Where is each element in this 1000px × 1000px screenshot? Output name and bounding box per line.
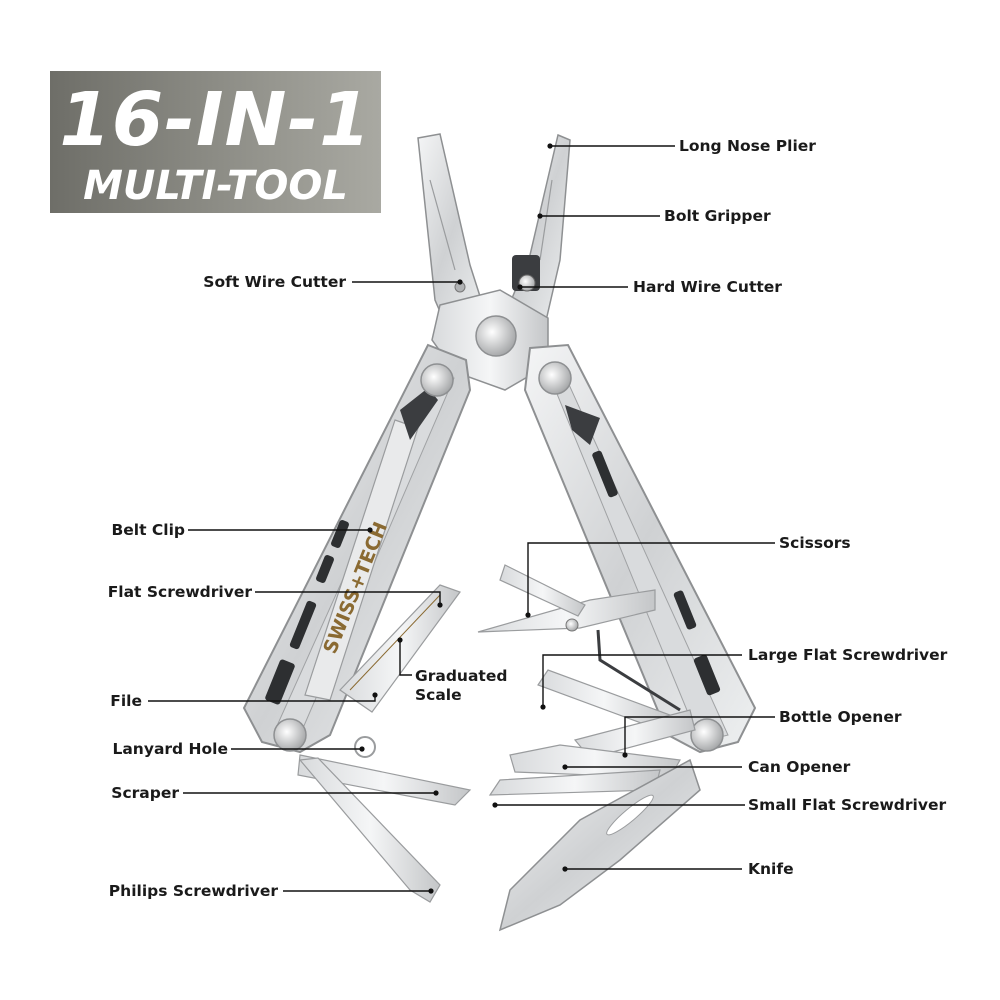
title-line-1: 16-IN-1 [59,77,372,163]
right-handle-screw-top [538,361,572,395]
label-file: File [110,692,142,710]
label-scale: Scale [415,686,462,704]
right-jaw [503,133,571,326]
right-handle-screw-bottom [690,718,724,752]
right-tools [477,564,701,932]
right-handle [523,343,757,754]
title-line-2: MULTI-TOOL [83,163,348,209]
label-long-nose-plier: Long Nose Plier [679,137,816,155]
label-scraper: Scraper [111,784,179,802]
label-can-opener: Can Opener [748,758,851,776]
label-flat-screwdriver: Flat Screwdriver [107,583,252,601]
label-bottle-opener: Bottle Opener [779,708,902,726]
leader-lines [148,145,775,892]
label-lanyard-hole: Lanyard Hole [112,740,228,758]
leader-dots [359,143,628,894]
label-philips-screwdriver: Philips Screwdriver [108,882,278,900]
label-hard-wire-cutter: Hard Wire Cutter [633,278,782,296]
small-flat-screwdriver-tool [488,769,661,796]
title-banner: 16-IN-1 MULTI-TOOL [50,71,381,213]
label-scissors: Scissors [779,534,851,552]
label-graduated: Graduated [415,667,508,685]
left-handle-screw-bottom [273,718,307,752]
label-belt-clip: Belt Clip [111,521,185,539]
label-bolt-gripper: Bolt Gripper [664,207,771,225]
label-soft-wire-cutter: Soft Wire Cutter [203,273,346,291]
lanyard-hole [354,736,376,758]
left-handle-screw-top [420,363,454,397]
label-small-flat-screwdriver: Small Flat Screwdriver [748,796,947,814]
label-knife: Knife [748,860,794,878]
pivot [475,315,517,357]
left-handle: SWISS+TECH [242,343,472,754]
label-large-flat-screwdriver: Large Flat Screwdriver [748,646,948,664]
philips-screwdriver-tool [298,757,441,903]
scissors-spring [596,629,681,712]
